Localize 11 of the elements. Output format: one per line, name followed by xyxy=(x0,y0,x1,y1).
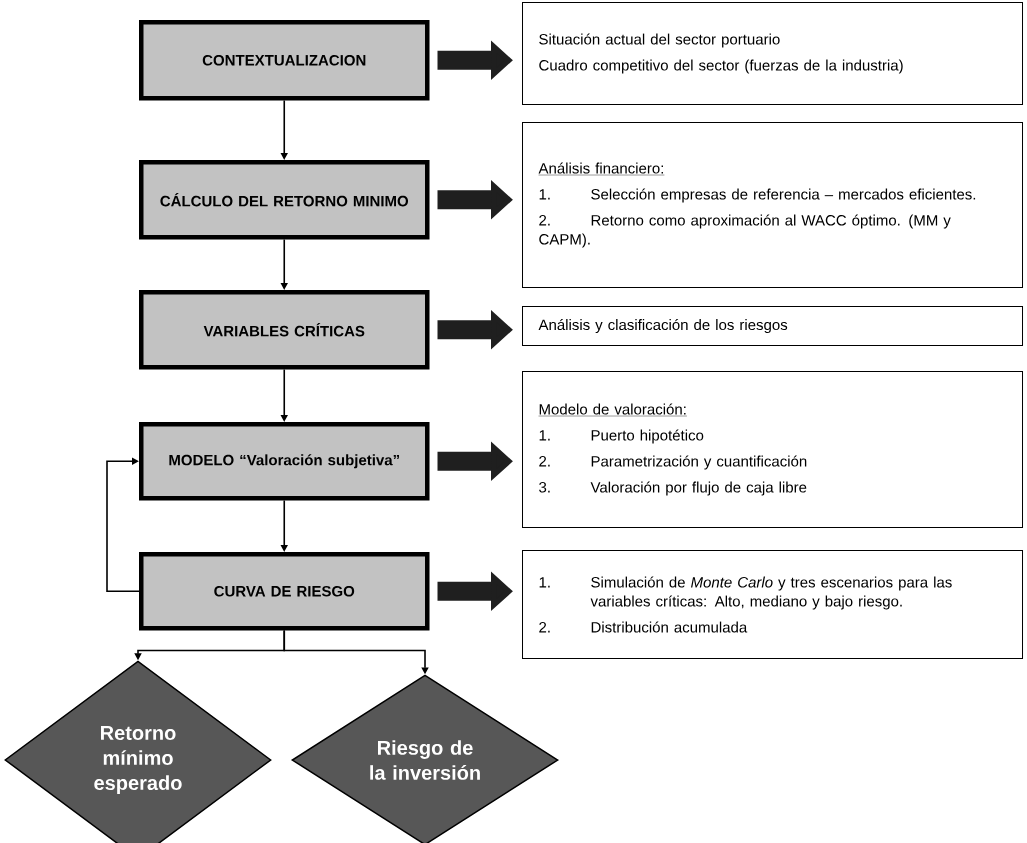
process-box: CÁLCULO DEL RETORNO MINIMO xyxy=(139,160,430,240)
process-box: CONTEXTUALIZACION xyxy=(139,20,430,101)
process-box: VARIABLES CRÍTICAS xyxy=(139,290,430,370)
description-box: Situación actual del sector portuario Cuadro competitivo del sector (fuerzas de la industria) xyxy=(522,2,1023,105)
description-box: 1. Simulación de Monte Carlo y tres escenarios para las variables críticas: Alto, mediano y bajo riesgo. 2. Distribución acumulada xyxy=(522,550,1023,659)
description-box: Análisis y clasificación de los riesgos xyxy=(522,306,1023,346)
process-box: MODELO “Valoración subjetiva” xyxy=(139,422,430,501)
arrow xyxy=(106,457,140,593)
process-box: CURVA DE RIESGO xyxy=(139,552,430,631)
description-box: Modelo de valoración: 1. Puerto hipotético 2. Parametrización y cuantificación 3. Valoración por flujo de caja libre xyxy=(522,371,1023,528)
description-box: Análisis financiero: 1. Selección empresas de referencia – mercados eficientes. 2. Retorno como aproximación al WACC óptimo. (MM y CAPM). xyxy=(522,122,1023,288)
